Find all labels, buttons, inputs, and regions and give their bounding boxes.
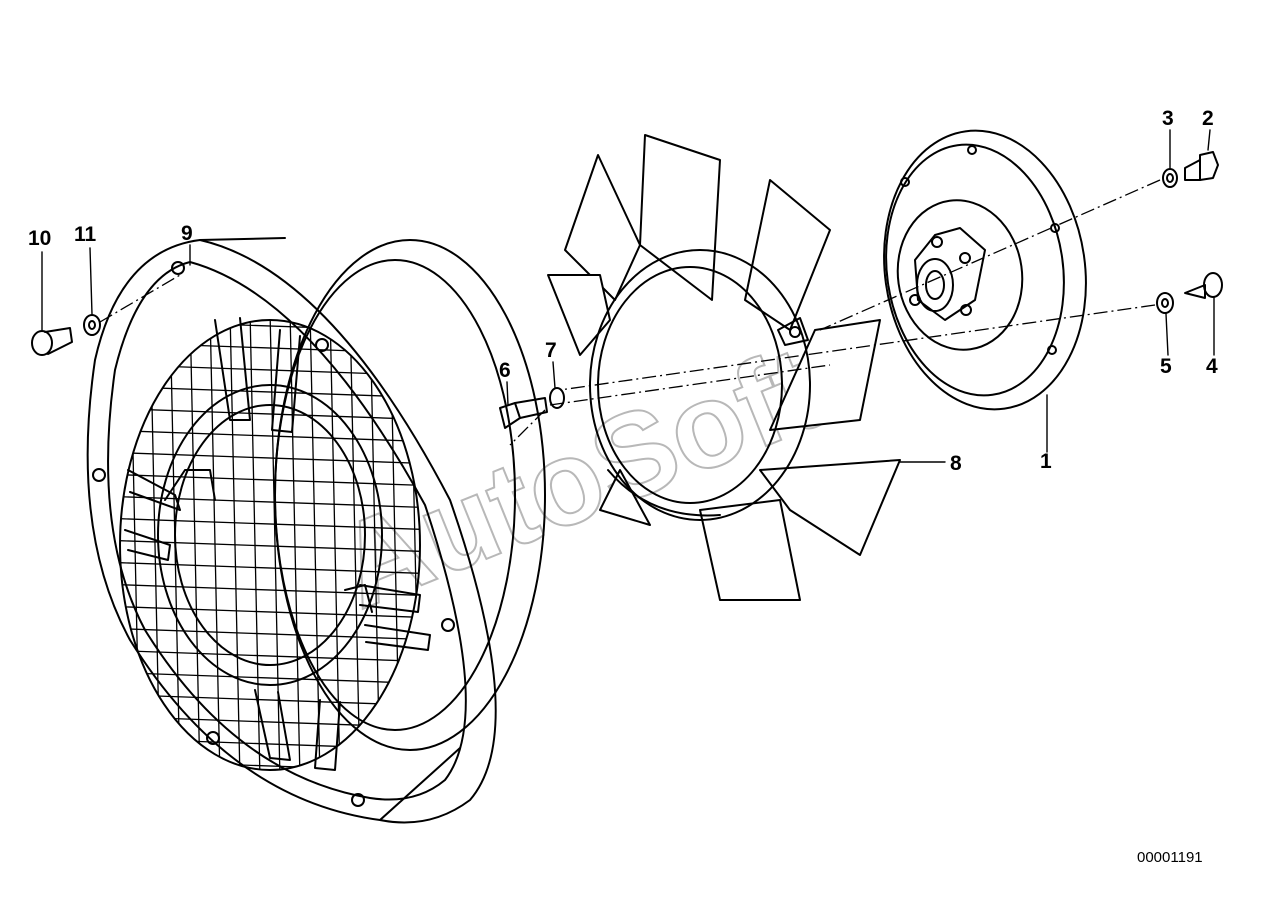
- callout-3: 3: [1162, 107, 1174, 130]
- leader-lines: [41, 129, 1215, 463]
- fan-wheel-part-8: [547, 134, 901, 601]
- screw-part-4: [1184, 272, 1223, 299]
- bolt-part-2: [1184, 151, 1219, 181]
- callout-10: 10: [28, 227, 51, 250]
- callout-1: 1: [1040, 450, 1052, 473]
- callout-2: 2: [1202, 107, 1214, 130]
- callout-6: 6: [499, 359, 511, 382]
- fan-hub-part-1: [883, 129, 1087, 411]
- callout-5: 5: [1160, 355, 1172, 378]
- screw-part-10: [31, 327, 73, 356]
- callout-8: 8: [950, 452, 962, 475]
- assembly-axis-lines: [99, 179, 1161, 446]
- callout-11: 11: [74, 223, 97, 246]
- callout-7: 7: [545, 339, 557, 362]
- washer-part-11: [83, 314, 101, 336]
- document-number: 00001191: [1137, 849, 1203, 866]
- washer-part-3: [1162, 168, 1178, 188]
- washer-part-5: [1156, 292, 1174, 314]
- callout-4: 4: [1206, 355, 1218, 378]
- lock-washer-part-7: [549, 387, 565, 409]
- bolt-part-6: [499, 397, 548, 429]
- callout-9: 9: [181, 222, 193, 245]
